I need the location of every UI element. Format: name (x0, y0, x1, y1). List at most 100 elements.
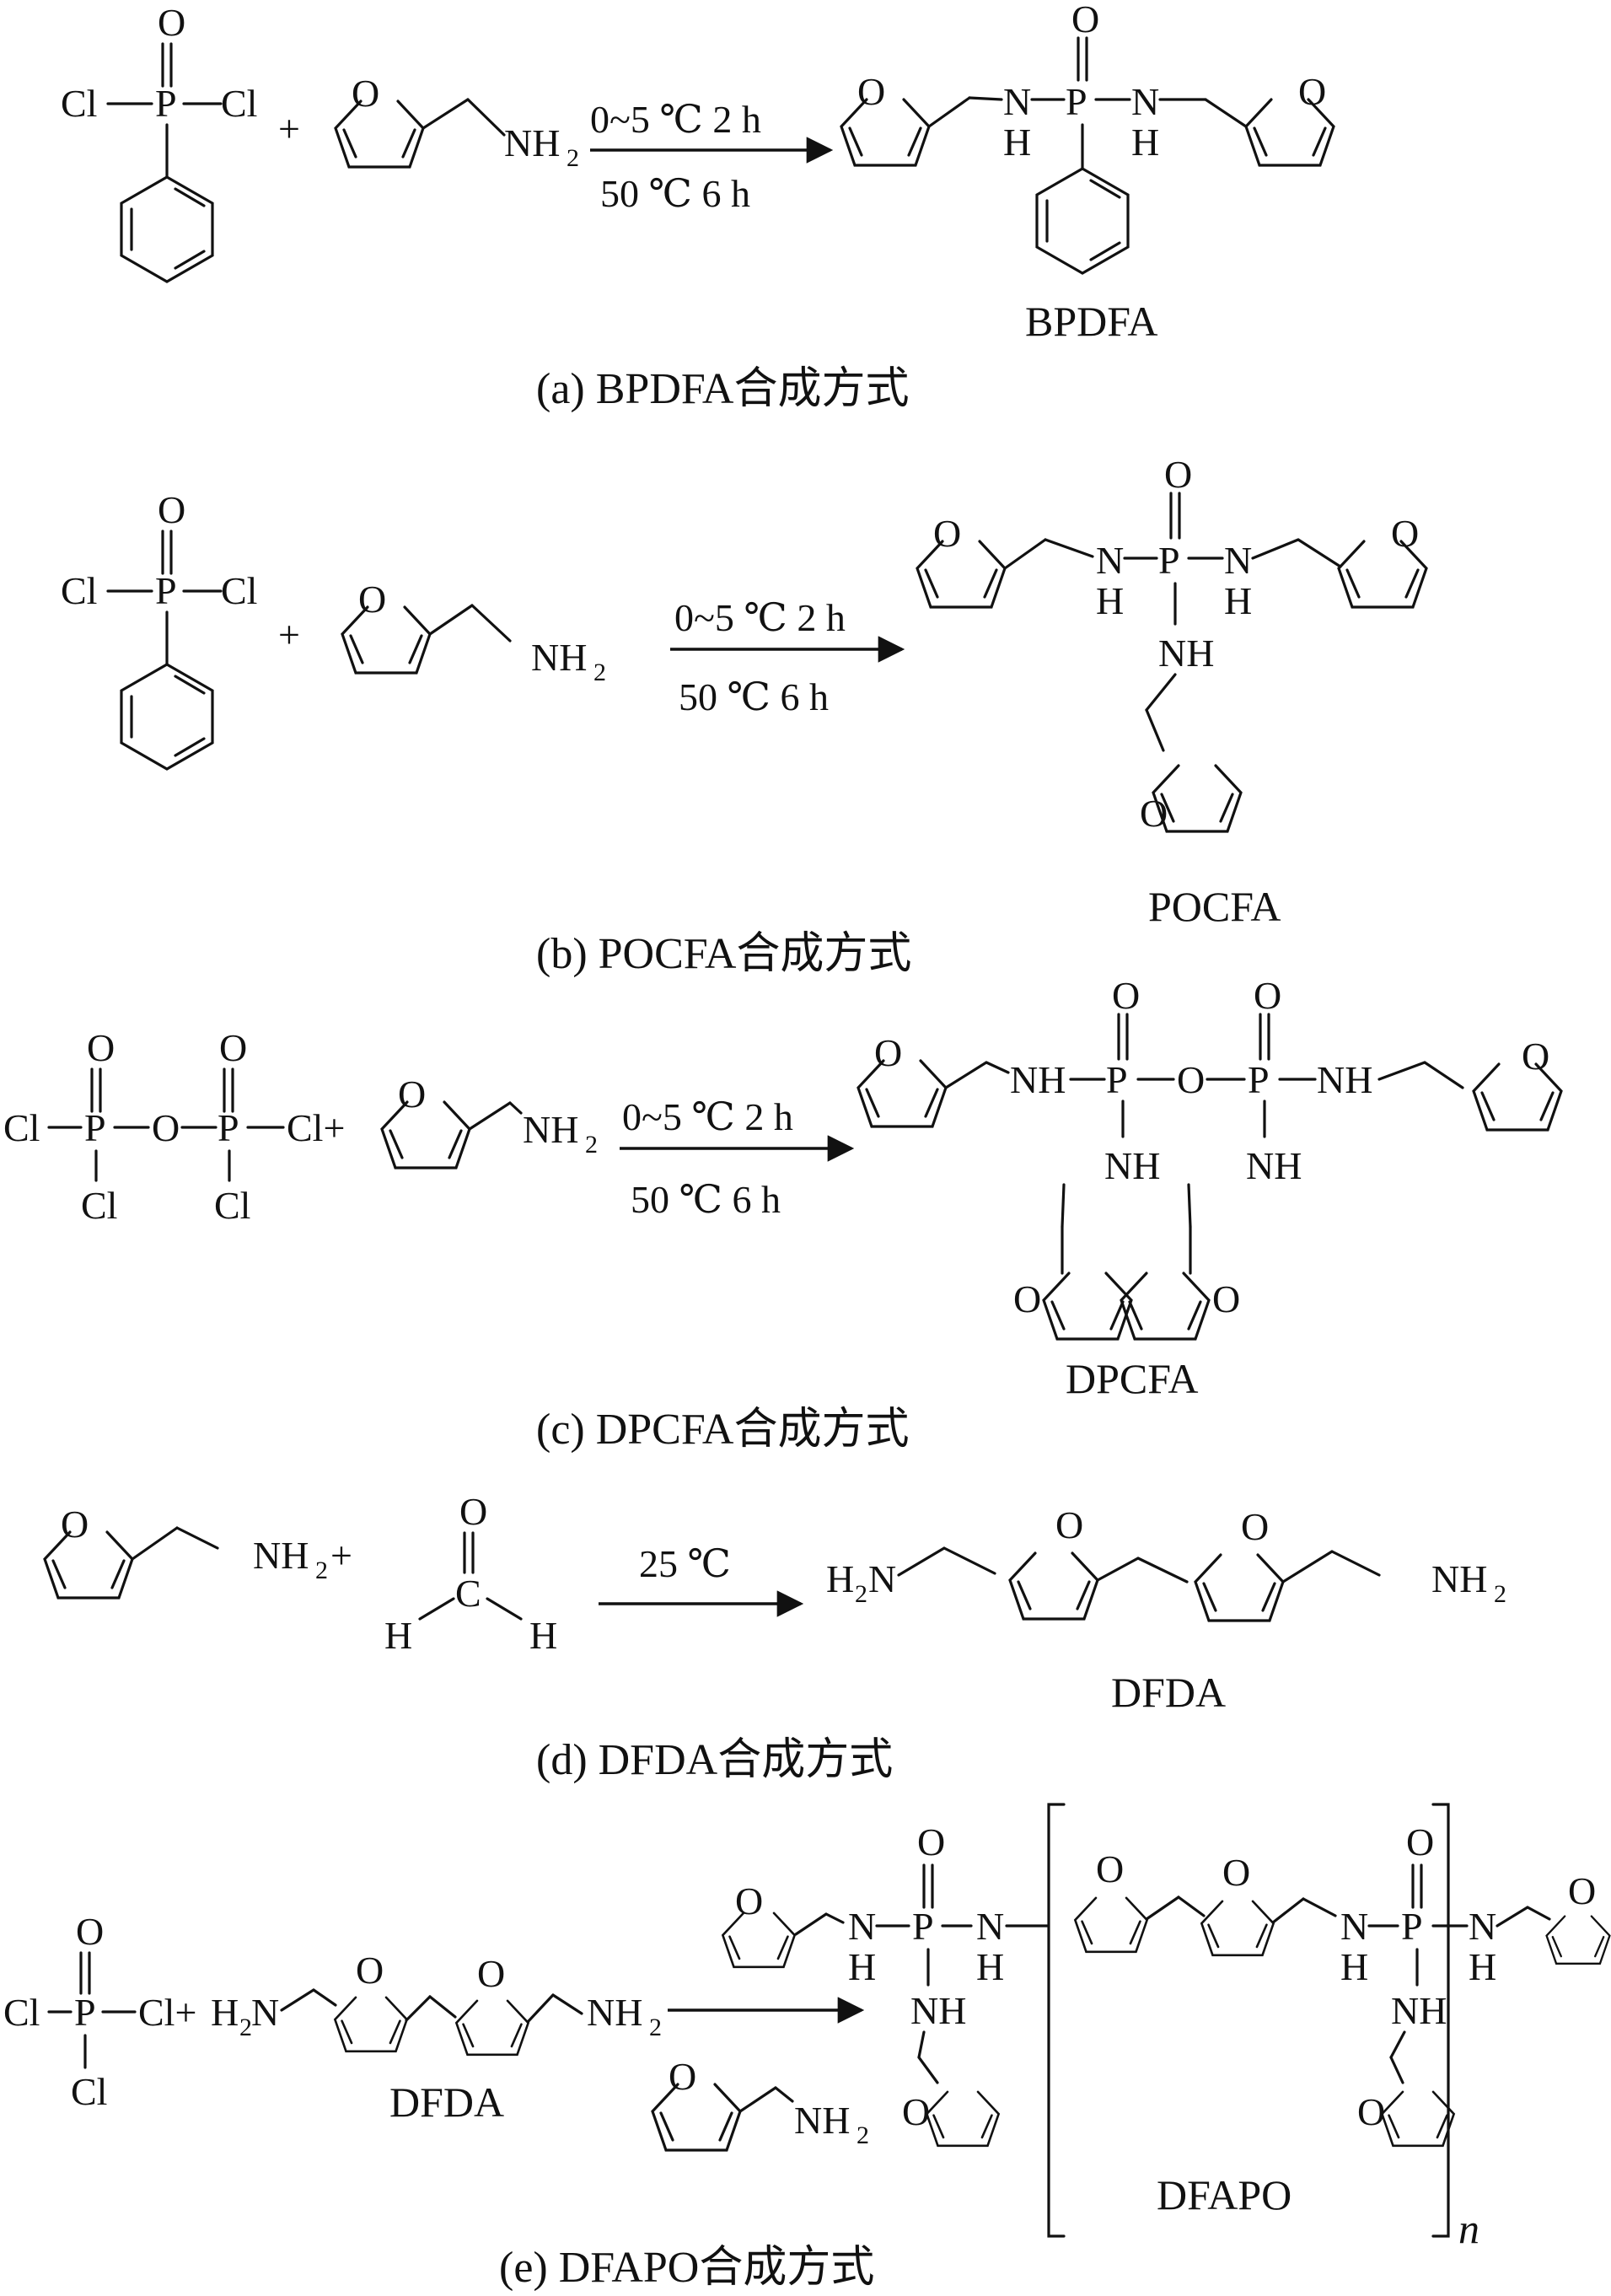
chlorine-plus-label: Cl+ (287, 1106, 345, 1149)
amine-label: NH (794, 2099, 850, 2142)
product-name: DPCFA (1066, 1355, 1198, 1402)
condition-1: 0~5 ℃ 2 h (590, 98, 761, 141)
caption: (b) POCFA合成方式 (536, 930, 911, 978)
pocfa-structure: O N H P O N H O NH O (916, 453, 1428, 835)
phosphorus-label: P (155, 569, 177, 612)
phosphorus-label: P (1401, 1905, 1423, 1948)
phosphorus-label: P (217, 1106, 239, 1149)
nitrogen-label: N (976, 1905, 1004, 1948)
furfurylamine-reagent: O NH 2 (651, 2055, 869, 2152)
bridge-oxygen-label: O (152, 1106, 180, 1149)
furfurylamine: O NH 2 (341, 578, 606, 686)
bridge-oxygen-label: O (1177, 1058, 1205, 1101)
amine-subscript: 2 (315, 1557, 328, 1584)
phenylphosphonic-dichloride: O Cl P Cl+ Cl (3, 1910, 196, 2113)
hydrogen-label: H (1096, 579, 1124, 622)
nitrogen-label: N (1224, 539, 1252, 582)
nitrogen-label: N (848, 1905, 876, 1948)
h2n-subscript: 2 (855, 1580, 867, 1608)
furan-oxygen-label: O (398, 1073, 426, 1116)
condition-1: 0~5 ℃ 2 h (674, 596, 846, 639)
phosphorus-label: P (84, 1106, 106, 1149)
furan-oxygen-label: O (1140, 792, 1168, 835)
scheme-b: O P Cl Cl + O NH 2 0~5 ℃ 2 h 50 ℃ 6 h O (61, 453, 1428, 978)
amine-label: NH (504, 121, 560, 164)
caption: (e) DFAPO合成方式 (499, 2244, 874, 2292)
oxygen-label: O (1112, 974, 1140, 1017)
phenylphosphonic-dichloride: O P Cl Cl (61, 488, 257, 771)
furan-oxygen-label: O (1096, 1847, 1124, 1890)
furan-oxygen-label: O (874, 1031, 902, 1074)
furan-oxygen-label: O (1298, 70, 1326, 113)
nh-label: NH (1317, 1058, 1372, 1101)
bpdfa-structure: O N H P O N H O (840, 0, 1335, 275)
product-name: BPDFA (1025, 298, 1157, 345)
amine-label: NH (253, 1534, 309, 1577)
chlorine-right-label: Cl (221, 82, 257, 125)
nh-label: NH (1010, 1058, 1066, 1101)
furan-oxygen-label: O (477, 1952, 505, 1995)
furan-oxygen-label: O (1013, 1277, 1041, 1320)
furan-oxygen-label: O (1222, 1851, 1250, 1894)
phosphorus-label: P (1158, 539, 1180, 582)
condition-1: 25 ℃ (639, 1542, 731, 1585)
nitrogen-label: N (1096, 539, 1124, 582)
plus-sign: + (330, 1534, 352, 1577)
caption: (d) DFDA合成方式 (536, 1736, 893, 1784)
furan-oxygen-label: O (902, 2090, 930, 2133)
furan-oxygen-label: O (1391, 512, 1419, 555)
hydrogen-label: H (1469, 1945, 1496, 1988)
h2n-subscript: 2 (239, 2014, 252, 2041)
dfapo-structure: O N H P O N H NH O O (722, 1803, 1611, 2252)
hydrogen-label: H (1224, 579, 1252, 622)
furan-oxygen-label: O (933, 512, 961, 555)
chlorine-label: Cl (3, 1991, 40, 2034)
caption: (a) BPDFA合成方式 (536, 365, 909, 413)
nitrogen-label: N (1340, 1905, 1368, 1948)
hydrogen-label: H (848, 1945, 876, 1988)
nitrogen-label: N (1469, 1905, 1496, 1948)
amine-label: NH (1431, 1557, 1487, 1600)
furan-oxygen-label: O (61, 1503, 89, 1546)
condition-1: 0~5 ℃ 2 h (622, 1095, 793, 1138)
phosphorus-label: P (1106, 1058, 1128, 1101)
dfda-reagent: H 2 N O O NH 2 (211, 1949, 662, 2057)
phosphorus-label: P (74, 1991, 96, 2034)
phosphorus-label: P (912, 1905, 934, 1948)
plus-sign: + (278, 107, 300, 150)
nitrogen-label: N (1003, 80, 1031, 123)
furfurylamine: O NH 2 + (43, 1503, 352, 1600)
amine-subscript: 2 (593, 659, 606, 686)
phenylphosphonic-dichloride: O P Cl Cl (61, 1, 257, 283)
chlorine-label: Cl (81, 1184, 117, 1227)
amine-subscript: 2 (585, 1131, 598, 1159)
condition-2: 50 ℃ 6 h (631, 1178, 781, 1221)
oxygen-label: O (87, 1026, 115, 1069)
phosphorus-label: P (1248, 1058, 1270, 1101)
oxygen-label: O (158, 1, 185, 44)
product-name: POCFA (1148, 883, 1281, 930)
oxygen-label: O (459, 1490, 487, 1533)
furfurylamine: O NH 2 (380, 1073, 598, 1170)
reagent-name: DFDA (389, 2078, 504, 2126)
furan-oxygen-label: O (1212, 1277, 1240, 1320)
chlorine-plus-label: Cl+ (138, 1991, 196, 2034)
furan-oxygen-label: O (669, 2055, 696, 2098)
hydrogen-label: H (384, 1614, 412, 1657)
dfda-structure: H 2 N O O NH 2 (826, 1503, 1506, 1622)
chlorine-left-label: Cl (61, 82, 97, 125)
product-name: DFDA (1111, 1669, 1226, 1716)
scheme-c: O Cl P Cl O O P Cl+ Cl O NH 2 (3, 974, 1563, 1454)
furan-oxygen-label: O (356, 1949, 384, 1992)
dpcfa-structure: O NH P O O P O NH O NH NH (857, 974, 1563, 1341)
amine-subscript: 2 (649, 2014, 662, 2041)
furfurylamine: O NH 2 (334, 72, 579, 172)
caption: (c) DPCFA合成方式 (536, 1406, 909, 1454)
condition-2: 50 ℃ 6 h (679, 675, 829, 718)
product-name: DFAPO (1157, 2171, 1291, 2218)
amine-label: NH (531, 636, 587, 679)
plus-sign: + (278, 613, 300, 656)
nitrogen-label: N (868, 1557, 896, 1600)
h2n-h-label: H (826, 1557, 854, 1600)
nh-label: NH (1391, 1989, 1447, 2032)
